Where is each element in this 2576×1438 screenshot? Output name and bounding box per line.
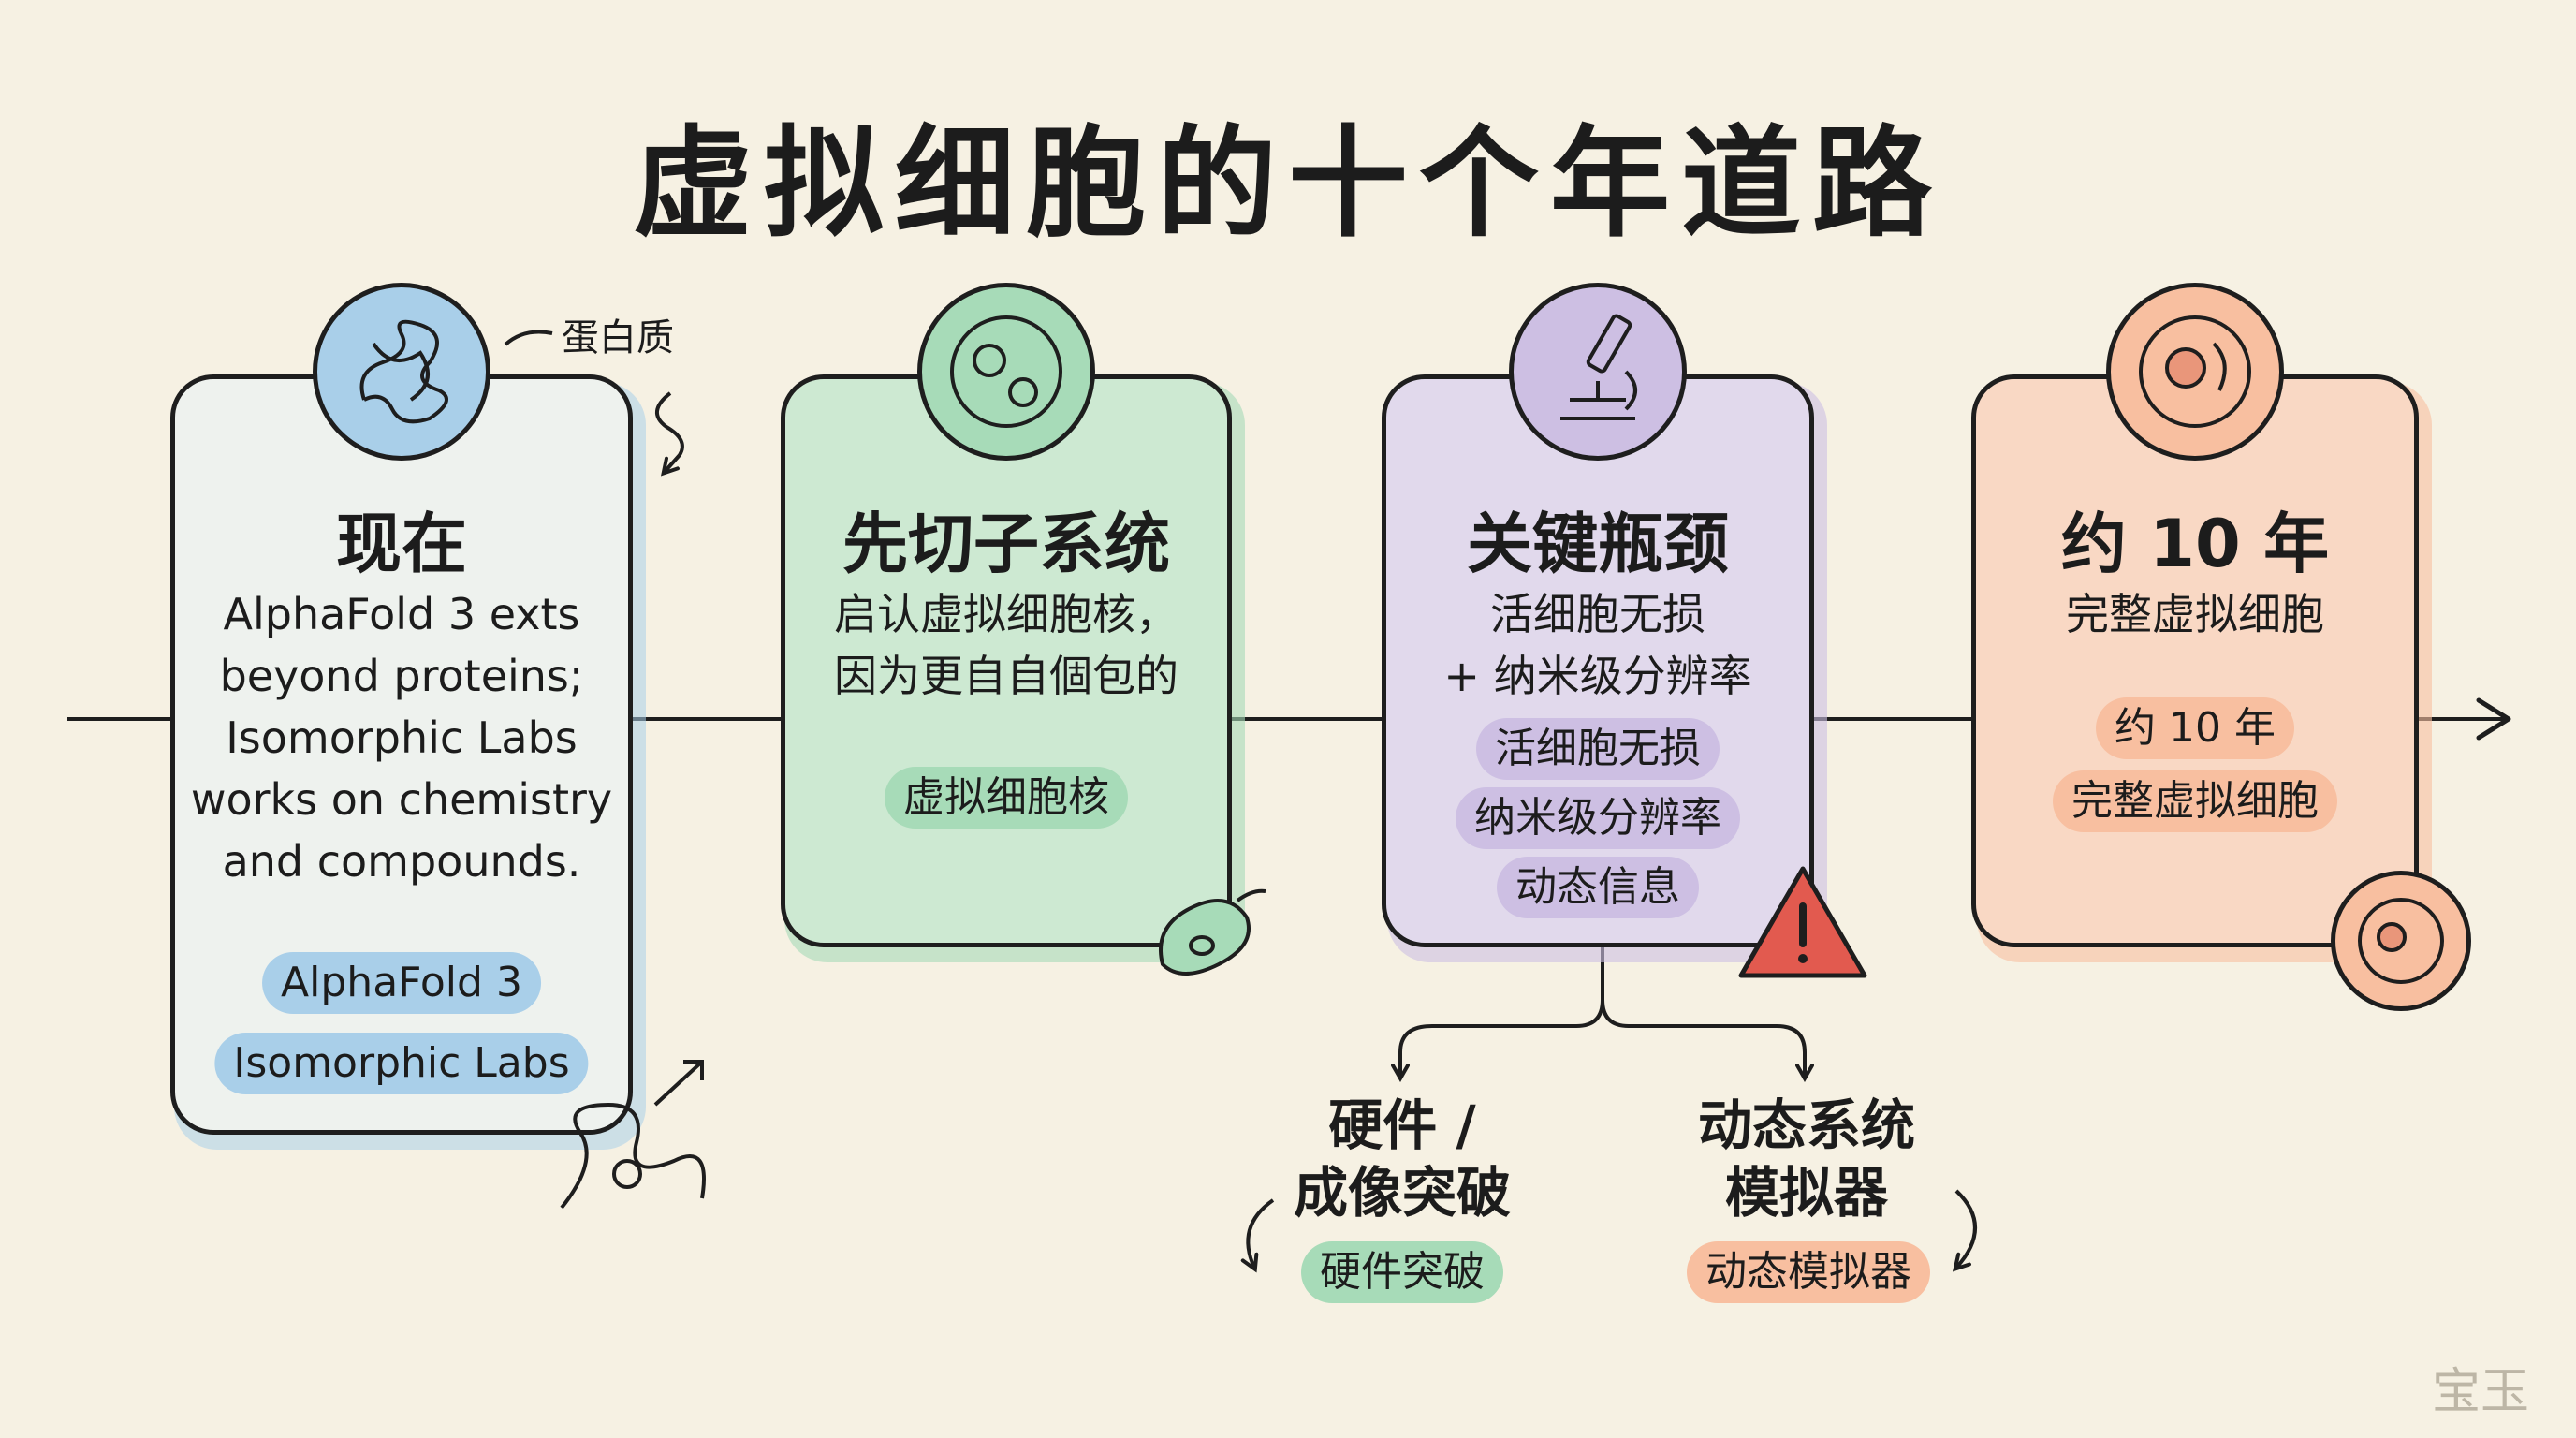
stage-description: AlphaFold 3 exts beyond proteins; Isomor… (175, 583, 628, 892)
description-line: beyond proteins; (219, 651, 584, 701)
stage-card-ten-years: 约 10 年 完整虚拟细胞 约 10 年 完整虚拟细胞 (1971, 374, 2419, 947)
stage-description: 完整虚拟细胞 (1976, 583, 2414, 645)
description-line: Isomorphic Labs (226, 712, 578, 763)
warning-icon (1738, 866, 1867, 978)
tag-dynamic-info: 动态信息 (1497, 857, 1699, 918)
tag-dynamic-simulator: 动态模拟器 (1687, 1241, 1930, 1303)
description-line: 因为更自自個包的 (834, 651, 1178, 701)
curl-arrow-right (1956, 1189, 1977, 1268)
branch-line: 模拟器 (1724, 1161, 1888, 1225)
stage-title: 现在 (336, 506, 467, 582)
branch-hardware: 硬件 / 成像突破 (1262, 1092, 1543, 1226)
stage-card-bottleneck: 关键瓶颈 活细胞无损 + 纳米级分辨率 活细胞无损 纳米级分辨率 动态信息 (1382, 374, 1814, 947)
stage-title: 先切子系统 (842, 506, 1170, 582)
tag-full-virtual-cell: 完整虚拟细胞 (2053, 770, 2337, 832)
description-line: 完整虚拟细胞 (2066, 589, 2324, 639)
stage-title: 约 10 年 (2060, 506, 2330, 582)
branch-connector (1400, 947, 1604, 1077)
description-line: AlphaFold 3 exts (223, 589, 580, 639)
stage-description: 活细胞无损 + 纳米级分辨率 (1386, 583, 1809, 707)
description-line: 活细胞无损 (1490, 589, 1705, 639)
small-cell-icon (2331, 871, 2471, 1011)
description-line: + 纳米级分辨率 (1443, 651, 1752, 701)
stage-title: 关键瓶颈 (1467, 506, 1729, 582)
tag-ten-years: 约 10 年 (2096, 697, 2294, 759)
protein-annotation: 蛋白质 (562, 316, 674, 360)
description-line: works on chemistry (190, 774, 613, 825)
annotation-pointer (504, 330, 553, 346)
branch-line: 硬件 / (1328, 1093, 1476, 1157)
stage-card-subsystem: 先切子系统 启认虚拟细胞核， 因为更自自個包的 虚拟细胞核 (781, 374, 1232, 947)
stage-description: 启认虚拟细胞核， 因为更自自個包的 (785, 583, 1227, 707)
tag-live-cell: 活细胞无损 (1476, 718, 1720, 780)
description-line: and compounds. (222, 836, 581, 887)
cell-nucleus-icon (917, 283, 1095, 461)
stage-card-now: 现在 AlphaFold 3 exts beyond proteins; Iso… (170, 374, 633, 1135)
page-title: 虚拟细胞的十个年道路 (632, 114, 1943, 254)
annotation-curl-arrow (655, 391, 684, 472)
curl-arrow-left (1248, 1198, 1275, 1268)
timeline-arrow-icon (2476, 697, 2511, 741)
protein-icon (313, 283, 490, 461)
bacterium-icon (1159, 888, 1266, 976)
tag-hardware: 硬件突破 (1301, 1241, 1503, 1303)
tag-nano-resolution: 纳米级分辨率 (1456, 787, 1740, 849)
cell-icon (2106, 283, 2284, 461)
branch-connector-right (1601, 999, 1805, 1077)
tag-virtual-nucleus: 虚拟细胞核 (885, 767, 1128, 829)
tag-alphafold: AlphaFold 3 (262, 952, 541, 1014)
branch-line: 动态系统 (1697, 1093, 1915, 1157)
branch-line: 成像突破 (1293, 1161, 1511, 1225)
molecule-icon (560, 1060, 706, 1210)
tag-isomorphic-labs: Isomorphic Labs (214, 1033, 589, 1094)
microscope-icon (1509, 283, 1687, 461)
description-line: 启认虚拟细胞核， (834, 589, 1178, 639)
watermark: 宝玉 (2432, 1364, 2530, 1420)
branch-dynamic-simulator: 动态系统 模拟器 (1666, 1092, 1947, 1226)
